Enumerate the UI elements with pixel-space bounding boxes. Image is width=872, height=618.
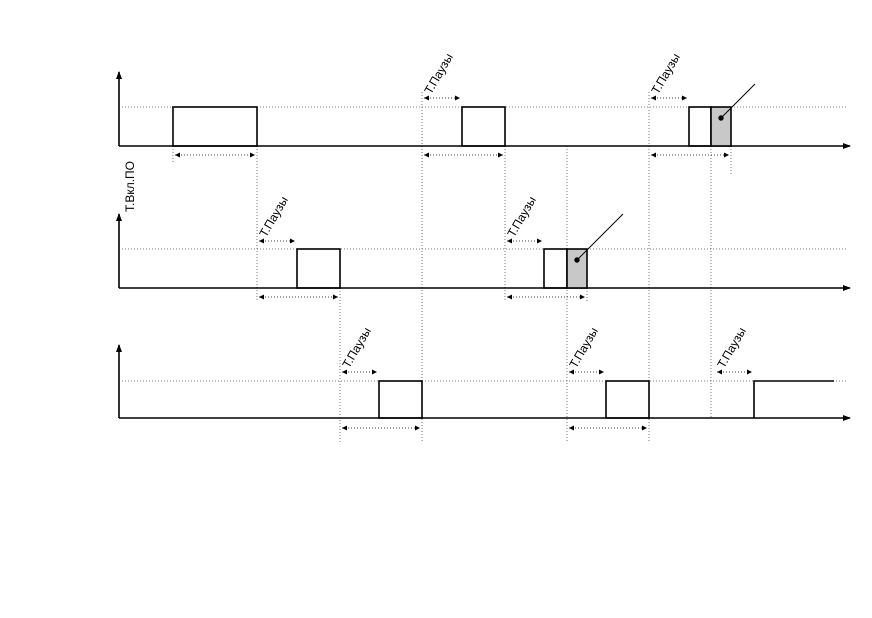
leader-dot bbox=[574, 257, 580, 263]
pause-label: Т.Паузы bbox=[566, 325, 600, 371]
pause-label: Т.Паузы bbox=[648, 51, 682, 97]
overlap-segments bbox=[566, 106, 732, 289]
pulse bbox=[378, 380, 423, 419]
pulse bbox=[296, 248, 341, 289]
pause-arrows bbox=[259, 95, 752, 375]
leader-lines bbox=[574, 83, 756, 263]
pulses bbox=[172, 106, 834, 419]
pulse bbox=[543, 248, 568, 289]
pause-label: Т.Паузы bbox=[339, 325, 373, 371]
pause-label: Т.Паузы bbox=[504, 194, 538, 240]
overlap-segment bbox=[710, 106, 732, 147]
overlap-segment bbox=[566, 248, 588, 289]
pulse bbox=[605, 380, 650, 419]
pause-label: Т.Паузы bbox=[256, 194, 290, 240]
pulse bbox=[461, 106, 506, 147]
leader-dot bbox=[718, 115, 724, 121]
duration-arrows bbox=[175, 152, 729, 431]
on-time-label: Т.Вкл.ПО bbox=[123, 161, 137, 212]
pulse bbox=[172, 106, 258, 147]
pulse-open bbox=[753, 380, 834, 418]
pulse bbox=[688, 106, 712, 147]
axes bbox=[116, 71, 851, 421]
pause-label: Т.Паузы bbox=[421, 51, 455, 97]
pause-label: Т.Паузы bbox=[714, 325, 748, 371]
